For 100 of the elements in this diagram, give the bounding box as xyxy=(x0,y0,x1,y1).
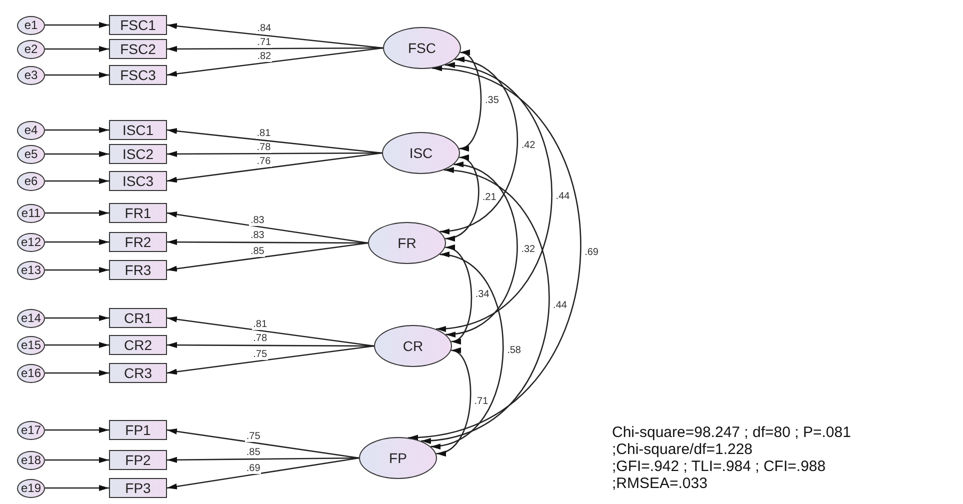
covariance-arrow xyxy=(430,253,504,448)
edge-label: .75 xyxy=(252,348,268,360)
observed-variable-box: FR3 xyxy=(109,260,167,280)
arrow xyxy=(166,345,374,375)
arrow xyxy=(166,23,384,49)
arrow xyxy=(167,342,374,348)
edge-label: .32 xyxy=(520,244,536,254)
observed-variable-box: ISC2 xyxy=(109,144,167,164)
error-term-circle: e16 xyxy=(17,364,45,382)
arrow xyxy=(166,47,384,77)
arrow xyxy=(45,72,109,78)
error-term-circle: e18 xyxy=(17,450,45,470)
error-term-circle: e11 xyxy=(17,204,45,222)
error-term-circle: e12 xyxy=(17,232,45,252)
arrow xyxy=(167,150,382,157)
fit-statistics-text: ;RMSEA=.033 xyxy=(612,475,708,492)
error-term-circle: e3 xyxy=(17,66,45,84)
arrow xyxy=(166,128,382,154)
fit-statistics-text: ;GFI=.942 ; TLI=.984 ; CFI=.988 xyxy=(612,458,826,475)
edge-label: .21 xyxy=(481,192,498,203)
fit-statistics-text: ;Chi-square/df=1.228 xyxy=(612,441,753,458)
covariance-arrow xyxy=(436,350,472,455)
edge-label: .44 xyxy=(552,300,568,310)
arrow xyxy=(45,267,109,273)
error-term-circle: e19 xyxy=(17,478,45,498)
edge-label: .44 xyxy=(554,191,571,202)
error-term-circle: e14 xyxy=(17,308,45,328)
edge-label: .71 xyxy=(256,36,272,48)
edge-label: .75 xyxy=(245,430,262,442)
edge-label: .83 xyxy=(249,214,266,226)
observed-variable-box: ISC1 xyxy=(109,120,167,140)
error-term-circle: e17 xyxy=(17,420,45,440)
error-term-circle: e15 xyxy=(17,336,45,354)
covariance-arrow xyxy=(420,168,550,443)
edge-label: .81 xyxy=(256,128,272,140)
arrow xyxy=(45,427,109,433)
arrow xyxy=(166,212,368,244)
covariance-arrow xyxy=(436,64,552,331)
observed-variable-box: CR2 xyxy=(109,335,167,355)
observed-variable-box: CR3 xyxy=(109,363,167,383)
arrow xyxy=(166,428,360,459)
edge-label: .78 xyxy=(256,142,272,153)
covariance-arrow xyxy=(445,246,472,342)
observed-variable-box: FSC3 xyxy=(109,65,167,85)
edge-label: .58 xyxy=(506,344,522,356)
latent-variable-ellipse: ISC xyxy=(382,132,460,174)
arrow xyxy=(166,457,360,490)
observed-variable-box: FR2 xyxy=(109,232,167,252)
covariance-arrow xyxy=(440,58,518,234)
error-term-circle: e2 xyxy=(17,40,45,58)
arrow xyxy=(45,342,109,348)
arrow xyxy=(45,239,109,245)
latent-variable-ellipse: FR xyxy=(368,222,446,264)
error-term-circle: e13 xyxy=(17,260,45,280)
observed-variable-box: FSC1 xyxy=(109,15,167,35)
covariance-arrow xyxy=(408,66,582,440)
edge-label: .85 xyxy=(249,246,266,257)
covariance-arrow xyxy=(445,156,480,240)
observed-variable-box: ISC3 xyxy=(109,171,167,191)
arrow xyxy=(45,210,109,216)
edge-label: .69 xyxy=(245,462,262,474)
edge-label: .81 xyxy=(252,318,268,330)
arrow xyxy=(45,127,109,133)
arrow xyxy=(45,178,109,184)
arrow xyxy=(45,457,109,463)
arrow xyxy=(167,456,359,463)
arrow xyxy=(45,315,109,321)
arrow xyxy=(45,370,109,376)
edge-label: .34 xyxy=(474,288,490,300)
covariance-arrow xyxy=(446,163,518,336)
error-term-circle: e1 xyxy=(17,16,45,34)
edge-label: .42 xyxy=(520,140,536,150)
observed-variable-box: FSC2 xyxy=(109,39,167,59)
observed-variable-box: FP2 xyxy=(109,450,167,470)
arrow xyxy=(166,152,382,183)
observed-variable-box: FP3 xyxy=(109,478,167,498)
arrow xyxy=(167,239,368,246)
edge-label: .35 xyxy=(484,94,500,106)
arrow xyxy=(166,316,374,347)
edge-label: .71 xyxy=(473,396,490,407)
arrow xyxy=(45,22,109,28)
error-term-circle: e5 xyxy=(17,144,45,164)
fit-statistics-text: Chi-square=98.247 ; df=80 ; P=.081 xyxy=(612,424,851,441)
error-term-circle: e6 xyxy=(17,172,45,190)
covariance-arrow xyxy=(458,52,482,150)
latent-variable-ellipse: FP xyxy=(359,437,437,479)
latent-variable-ellipse: FSC xyxy=(383,27,461,69)
arrow xyxy=(167,46,383,52)
error-term-circle: e4 xyxy=(17,120,45,140)
observed-variable-box: FR1 xyxy=(109,203,167,223)
arrow xyxy=(45,46,109,52)
observed-variable-box: FP1 xyxy=(109,420,167,440)
edge-label: .85 xyxy=(245,447,262,458)
arrow xyxy=(45,151,109,157)
edge-label: .84 xyxy=(256,23,272,34)
edge-label: .78 xyxy=(252,333,268,344)
edge-label: .76 xyxy=(256,156,272,168)
edge-label: .83 xyxy=(249,230,266,242)
observed-variable-box: CR1 xyxy=(109,308,167,328)
edge-label: .82 xyxy=(256,50,272,62)
